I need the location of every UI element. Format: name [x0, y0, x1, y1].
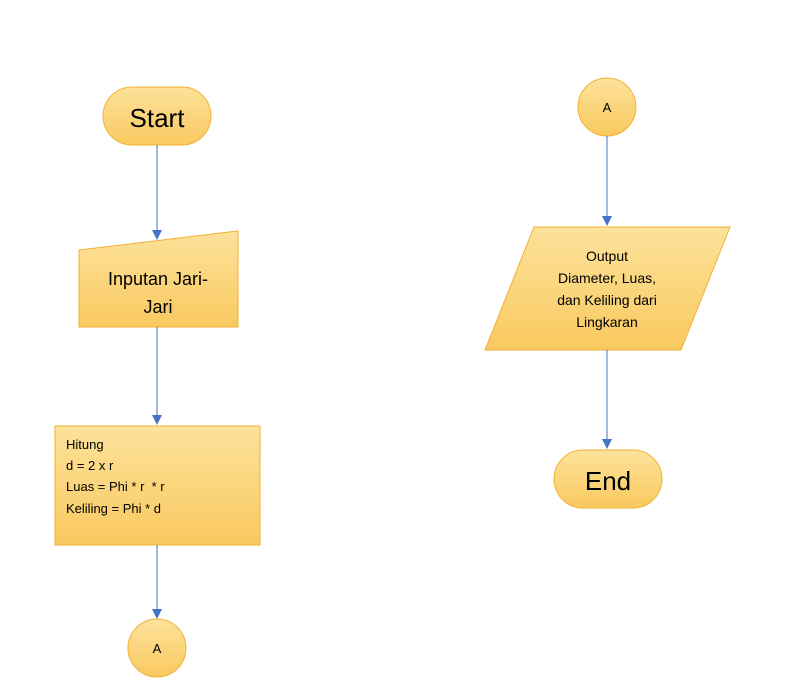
output-line-3: dan Keliling dari — [557, 292, 657, 308]
process-line-3: Luas = Phi * r * r — [66, 479, 165, 494]
process-box: Hitung d = 2 x r Luas = Phi * r * r Keli… — [54, 425, 261, 546]
start-label: Start — [130, 103, 186, 133]
input-label-line2: Jari — [143, 297, 172, 317]
end-terminator: End — [553, 449, 663, 509]
connector-a-right-label: A — [603, 100, 612, 115]
arrow-output-to-end — [602, 350, 612, 449]
process-line-1: Hitung — [66, 437, 104, 452]
start-terminator: Start — [102, 86, 212, 146]
input-label-line1: Inputan Jari- — [108, 269, 208, 289]
output-line-1: Output — [586, 248, 628, 264]
arrow-input-to-process — [152, 327, 162, 425]
output-line-4: Lingkaran — [576, 314, 638, 330]
arrow-process-to-connector — [152, 545, 162, 619]
connector-a-left: A — [127, 618, 187, 678]
arrow-start-to-input — [152, 145, 162, 240]
output-parallelogram: Output Diameter, Luas, dan Keliling dari… — [484, 226, 731, 351]
process-line-2: d = 2 x r — [66, 458, 114, 473]
connector-a-right: A — [577, 77, 637, 137]
end-label: End — [585, 466, 631, 496]
input-shape: Inputan Jari- Jari — [78, 230, 239, 328]
connector-a-left-label: A — [153, 641, 162, 656]
process-line-4: Keliling = Phi * d — [66, 501, 161, 516]
output-line-2: Diameter, Luas, — [558, 270, 656, 286]
arrow-connector-to-output — [602, 136, 612, 226]
